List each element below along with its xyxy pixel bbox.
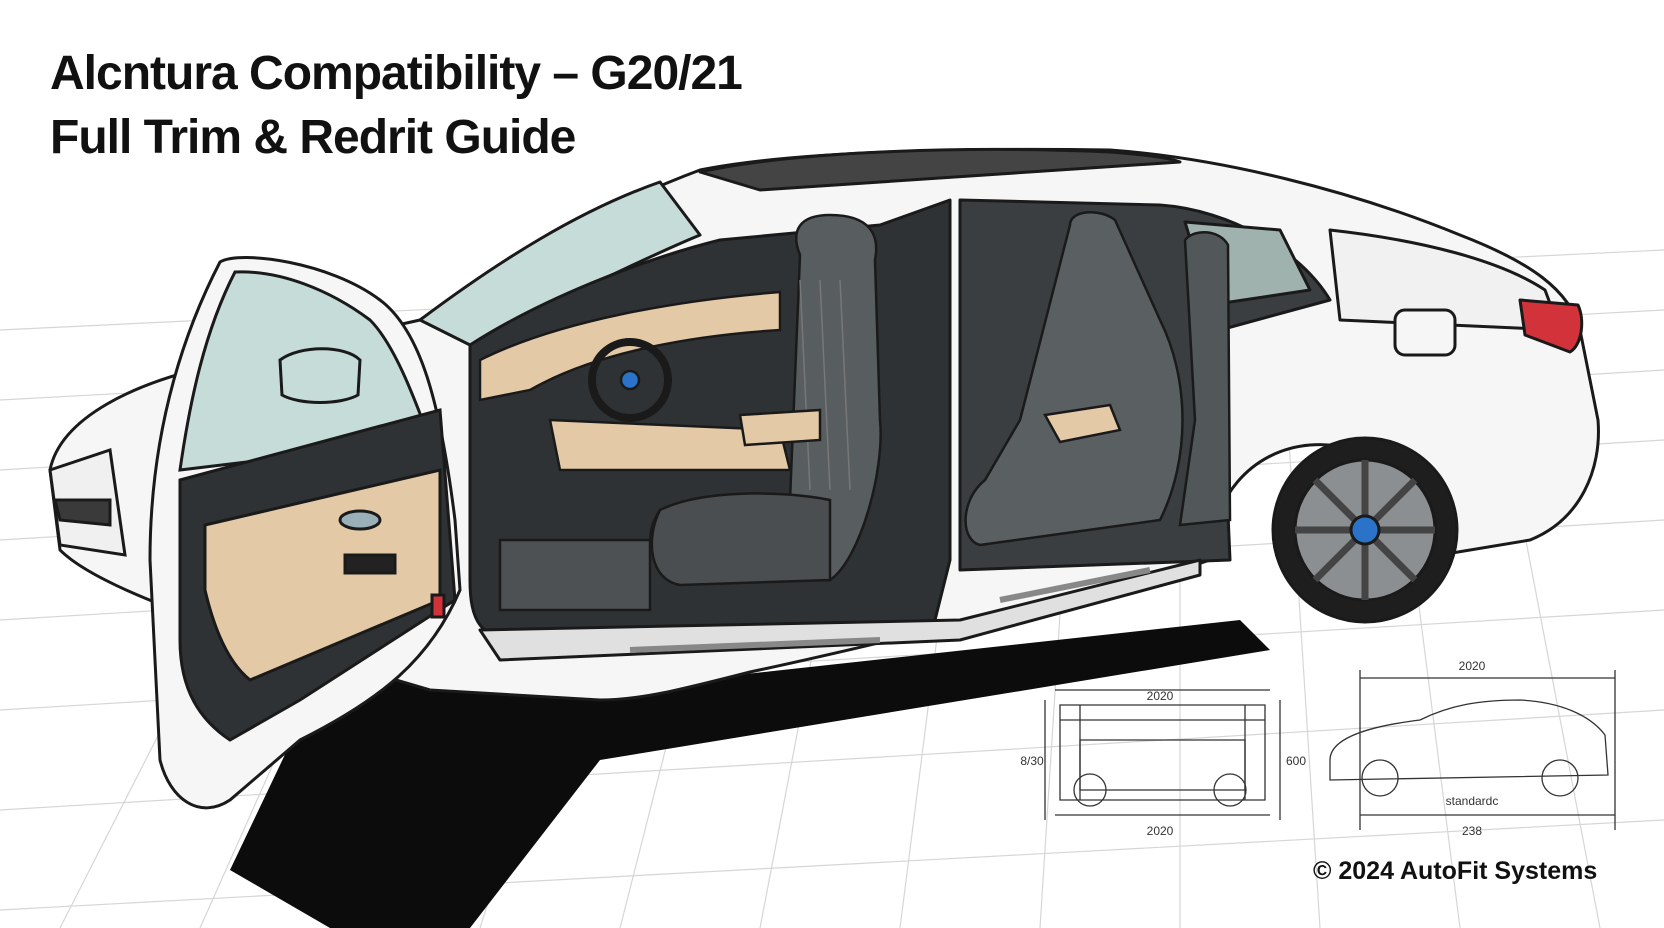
rear-wheel [1271,436,1459,624]
dim-front-top: 2020 [1147,689,1174,703]
front-fascia [48,448,127,557]
title-line-2: Full Trim & Redrit Guide [50,111,576,164]
copyright-text: © 2024 AutoFit Systems [1313,857,1598,885]
dim-side-top: 2020 [1459,659,1486,673]
blueprint-side-view [1329,670,1616,830]
dim-front-left: 8/30 [1020,754,1044,768]
rear-seat [964,210,1232,547]
dashboard [478,290,822,612]
dim-front-right: 600 [1286,754,1306,768]
title-block: Alcntura Compatibility – G20/21 Full Tri… [50,42,743,170]
title-line-1: Alcntura Compatibility – G20/21 [50,47,743,100]
front-seat [649,213,882,587]
dim-side-middle: standardc [1446,794,1499,808]
ground-shadow [230,620,1270,928]
dim-front-bottom: 2020 [1147,824,1174,838]
front-door [148,256,462,810]
blueprint-front-view [1044,689,1281,820]
dim-side-bottom: 238 [1462,824,1482,838]
